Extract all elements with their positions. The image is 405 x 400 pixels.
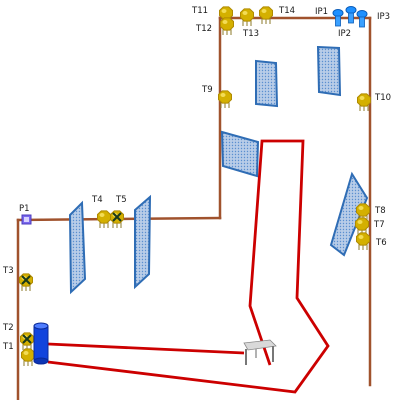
route-outer [47, 139, 330, 394]
label-ip1: IP1 [315, 7, 328, 17]
label-t1: T1 [2, 342, 14, 352]
label-t5: T5 [115, 195, 127, 205]
label-t6: T6 [375, 238, 387, 248]
panel-b [134, 194, 152, 290]
t4-bulb-icon[interactable] [97, 210, 111, 228]
label-p1: P1 [19, 204, 30, 214]
route-inner [47, 342, 245, 355]
ip2-device-icon[interactable] [345, 6, 357, 24]
t6-bulb-icon[interactable] [356, 232, 370, 250]
label-t11: T11 [191, 6, 208, 16]
label-t14: T14 [278, 6, 295, 16]
t12-bulb-icon[interactable] [220, 17, 234, 35]
t10-bulb-icon[interactable] [357, 93, 371, 111]
t13-bulb-icon[interactable] [240, 8, 254, 26]
ip-devices [332, 6, 368, 28]
t5-bulb-icon[interactable] [110, 210, 124, 228]
terminals [19, 6, 371, 366]
t1-t2-bulb-icon[interactable] [20, 332, 34, 350]
panel-f [329, 171, 369, 257]
panel-e [220, 130, 260, 178]
tank-group [33, 322, 49, 365]
label-t2: T2 [2, 323, 14, 333]
route-network [47, 139, 330, 394]
ip1-device-icon[interactable] [332, 9, 344, 27]
panel-c [255, 59, 279, 108]
t1-bulb-lower-icon[interactable] [21, 348, 35, 366]
label-t4: T4 [91, 195, 103, 205]
port-box-icon[interactable] [21, 214, 32, 225]
label-t10: T10 [374, 93, 391, 103]
panel-a [68, 200, 87, 295]
labels: T1 T2 T3 T4 T5 T6 T7 T8 T9 T10 T11 T12 T… [2, 6, 391, 352]
label-t9: T9 [201, 85, 213, 95]
t14-bulb-icon[interactable] [259, 6, 273, 24]
label-t12: T12 [195, 24, 212, 34]
ip3-device-icon[interactable] [356, 10, 368, 28]
cylinder-tank-icon[interactable] [33, 322, 49, 365]
label-t3: T3 [2, 266, 14, 276]
t3-bulb-icon[interactable] [19, 273, 33, 291]
label-t7: T7 [373, 220, 385, 230]
table-icon[interactable] [243, 339, 277, 365]
label-ip2: IP2 [338, 29, 351, 39]
label-t13: T13 [242, 29, 259, 39]
panel-d [316, 45, 342, 97]
t9-bulb-icon[interactable] [218, 90, 232, 108]
panels [68, 45, 369, 295]
pipe-network [16, 16, 372, 400]
label-t8: T8 [374, 206, 386, 216]
label-ip3: IP3 [377, 12, 390, 22]
